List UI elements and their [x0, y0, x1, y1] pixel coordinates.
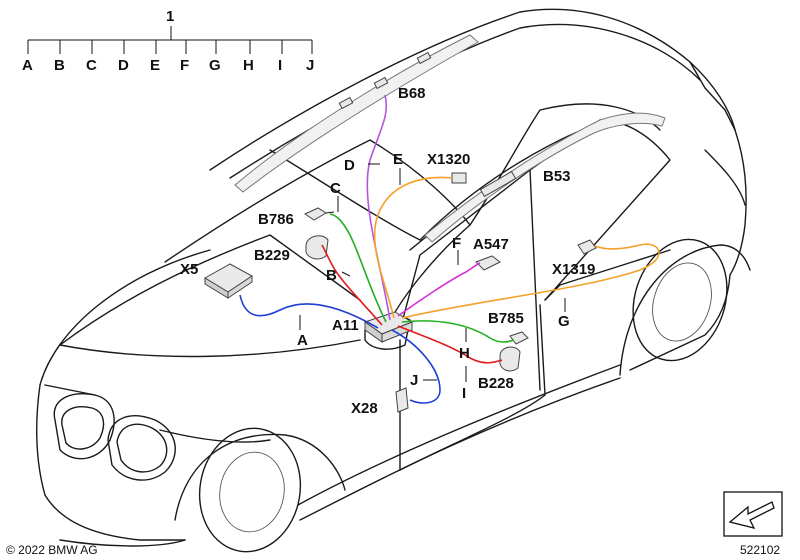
sensor-b786 — [303, 207, 335, 221]
sensor-b229 — [305, 235, 329, 260]
connector-x1320 — [451, 172, 467, 184]
wire-e — [373, 176, 453, 319]
legend-letter-h: H — [243, 57, 254, 74]
airbag-b53 — [424, 112, 666, 243]
wire-a — [239, 294, 379, 329]
label-b786: B786 — [258, 211, 294, 228]
label-b228: B228 — [478, 375, 514, 392]
wire-b — [321, 244, 383, 326]
wire-j — [391, 329, 441, 404]
label-b785: B785 — [488, 310, 524, 327]
legend-letter-e: E — [150, 57, 160, 74]
wire-label-j: J — [410, 372, 418, 389]
wire-i — [397, 325, 503, 364]
legend-letter-g: G — [209, 57, 221, 74]
antenna-a547 — [475, 255, 501, 271]
airbag-b68 — [234, 34, 479, 193]
label-x28: X28 — [351, 400, 378, 417]
wire-label-d: D — [344, 157, 355, 174]
legend-title: 1 — [166, 8, 174, 25]
label-x1320: X1320 — [427, 151, 470, 168]
wire-label-c: C — [330, 180, 341, 197]
wire-label-b: B — [326, 267, 337, 284]
wire-label-f: F — [452, 235, 461, 252]
label-b53: B53 — [543, 168, 571, 185]
diagram-number: 522102 — [740, 543, 780, 557]
sensor-b785 — [509, 331, 529, 345]
wire-h — [401, 320, 515, 343]
wire-c — [329, 213, 387, 323]
legend-letter-j: J — [306, 57, 314, 74]
copyright-text: © 2022 BMW AG — [6, 543, 98, 557]
wire-label-h: H — [459, 345, 470, 362]
legend-letter-i: I — [278, 57, 282, 74]
wire-label-i: I — [462, 385, 466, 402]
legend-letter-d: D — [118, 57, 129, 74]
wire-label-g: G — [558, 313, 570, 330]
connector-x1319 — [577, 239, 597, 255]
wire-label-a: A — [297, 332, 308, 349]
wire-g — [401, 243, 660, 319]
wires — [239, 94, 660, 404]
label-b229: B229 — [254, 247, 290, 264]
wire-f — [397, 262, 481, 317]
label-a11: A11 — [332, 317, 359, 334]
label-a547: A547 — [473, 236, 509, 253]
component-labels: B68 X1320 B53 B786 B229 X5 A547 X1319 B7… — [180, 85, 595, 417]
car-outline — [36, 8, 751, 553]
legend-letter-c: C — [86, 57, 97, 74]
sensor-b228 — [499, 346, 521, 372]
connector-x5 — [204, 263, 253, 299]
wire-label-e: E — [393, 151, 403, 168]
legend-letter-a: A — [22, 57, 33, 74]
label-x5: X5 — [180, 261, 198, 278]
connector-x28 — [395, 387, 409, 413]
legend-bracket: 1 A B C D E F G H I J — [22, 8, 314, 74]
label-x1319: X1319 — [552, 261, 595, 278]
legend-letter-b: B — [54, 57, 65, 74]
grille — [53, 393, 176, 481]
view-direction-icon — [723, 491, 783, 537]
wire-labels: A B C D E F G H I J — [297, 151, 570, 402]
legend-letter-f: F — [180, 57, 189, 74]
label-b68: B68 — [398, 85, 426, 102]
leader-lines — [299, 163, 566, 382]
